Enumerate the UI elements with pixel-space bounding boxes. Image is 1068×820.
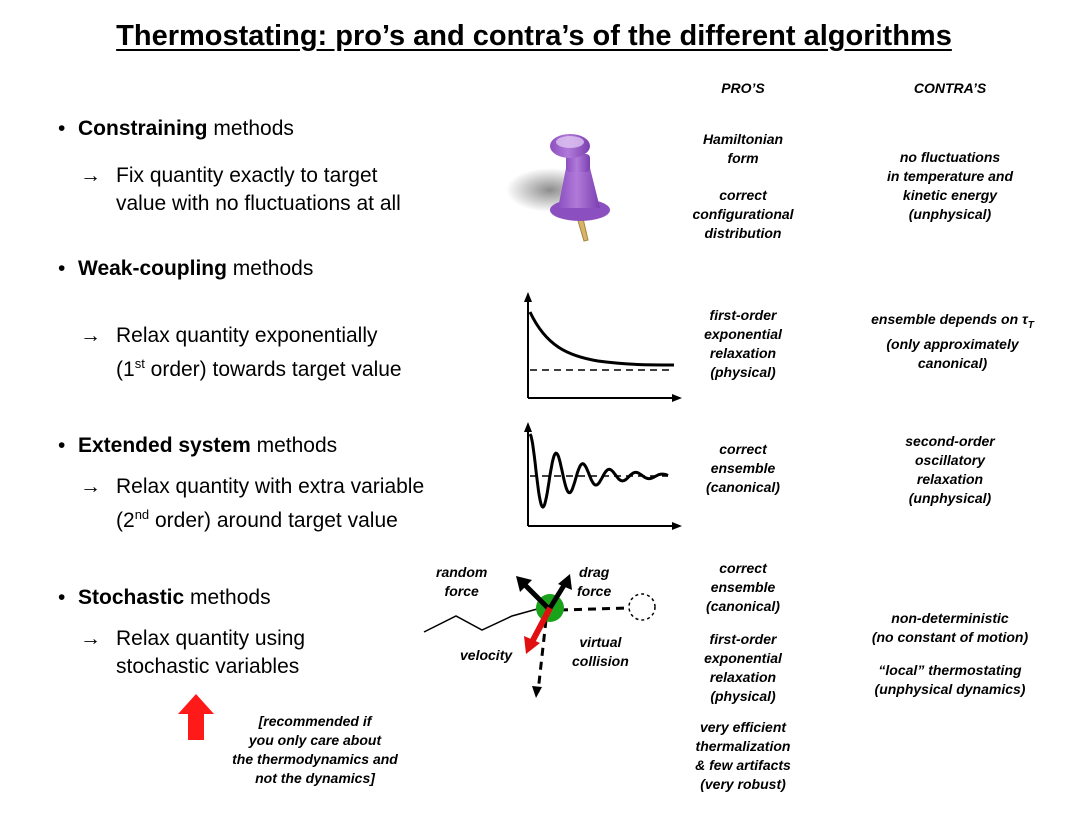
method-name-bold: Constraining [78,117,208,140]
random-force-label: random force [436,564,488,599]
desc-line: (2nd order) around target value [116,507,398,532]
method-extended-system-description: → Relax quantity with extra variable (2nd… [80,473,424,535]
desc-line: value with no fluctuations at all [116,192,401,215]
recommendation-note: [recommended if you only care about the … [232,713,398,786]
desc-line: Relax quantity with extra variable [116,475,425,498]
oscillation-curve [528,433,669,509]
pro-item: very efficient thermalization & few arti… [695,719,791,792]
desc-line: stochastic variables [116,655,300,678]
extended-system-cons: second-order oscillatory relaxation (unp… [905,433,995,506]
method-name-rest: methods [226,257,314,280]
oscillatory-relaxation-graph [524,422,682,530]
method-stochastic-heading: • Stochastic methods [58,586,271,610]
pros-column-header: PRO’S [721,80,765,96]
bullet-glyph: • [58,586,66,609]
weak-coupling-pros: first-order exponential relaxation (phys… [704,307,782,380]
exponential-relaxation-graph [524,292,682,402]
arrow-glyph: → [80,627,101,650]
method-constraining-description: → Fix quantity exactly to target value wi… [80,162,401,218]
bullet-glyph: • [58,117,66,140]
stochastic-cons: non-deterministic (no constant of motion… [845,609,1055,699]
pushpin-icon [506,134,610,242]
velocity-arrow [529,606,553,644]
method-name-bold: Extended system [78,434,251,457]
arrow-glyph: → [80,324,101,347]
virtual-collision-label: virtual collision [572,634,629,669]
desc-line: (1st order) towards target value [116,356,402,381]
pro-item: first-order exponential relaxation (phys… [704,631,782,704]
drag-force-label: drag force [577,564,612,599]
method-name-rest: methods [250,434,338,457]
method-name-bold: Weak-coupling [78,257,227,280]
arrow-glyph: → [80,475,101,498]
method-constraining-heading: • Constraining methods [58,117,294,141]
extended-system-pros: correct ensemble (canonical) [706,441,780,495]
constraining-cons: no fluctuations in temperature and kinet… [886,149,1014,222]
constraining-pros: Hamiltonian form correct configurational… [663,130,823,243]
bullet-glyph: • [58,434,66,457]
method-name-bold: Stochastic [78,586,185,609]
arrow-glyph: → [80,164,101,187]
method-extended-system-heading: • Extended system methods [58,434,337,458]
con-item: “local” thermostating (unphysical dynami… [874,662,1026,697]
slide-title: Thermostating: pro’s and contra’s of the… [116,20,952,52]
pro-item: correct ensemble (canonical) [706,560,780,614]
method-weak-coupling-heading: • Weak-coupling methods [58,257,313,281]
stochastic-pros: correct ensemble (canonical) first-order… [663,559,823,794]
desc-line: Relax quantity using [116,627,306,650]
method-name-rest: methods [184,586,271,609]
bullet-glyph: • [58,257,66,280]
con-item: non-deterministic (no constant of motion… [871,610,1029,645]
desc-line: Fix quantity exactly to target [116,164,378,187]
method-weak-coupling-description: → Relax quantity exponentially (1st order… [80,322,402,384]
cons-column-header: CONTRA’S [913,80,987,96]
method-stochastic-description: → Relax quantity using stochastic variabl… [80,625,305,681]
pro-item: correct configurational distribution [692,187,794,241]
weak-coupling-cons: ensemble depends on τT (only approximate… [871,311,1034,371]
stochastic-collision-diagram [423,574,656,698]
velocity-label: velocity [460,647,513,663]
method-name-rest: methods [207,117,294,140]
pro-item: Hamiltonian form [702,131,784,166]
recommend-arrow-icon [178,694,214,740]
desc-line: Relax quantity exponentially [116,324,378,347]
